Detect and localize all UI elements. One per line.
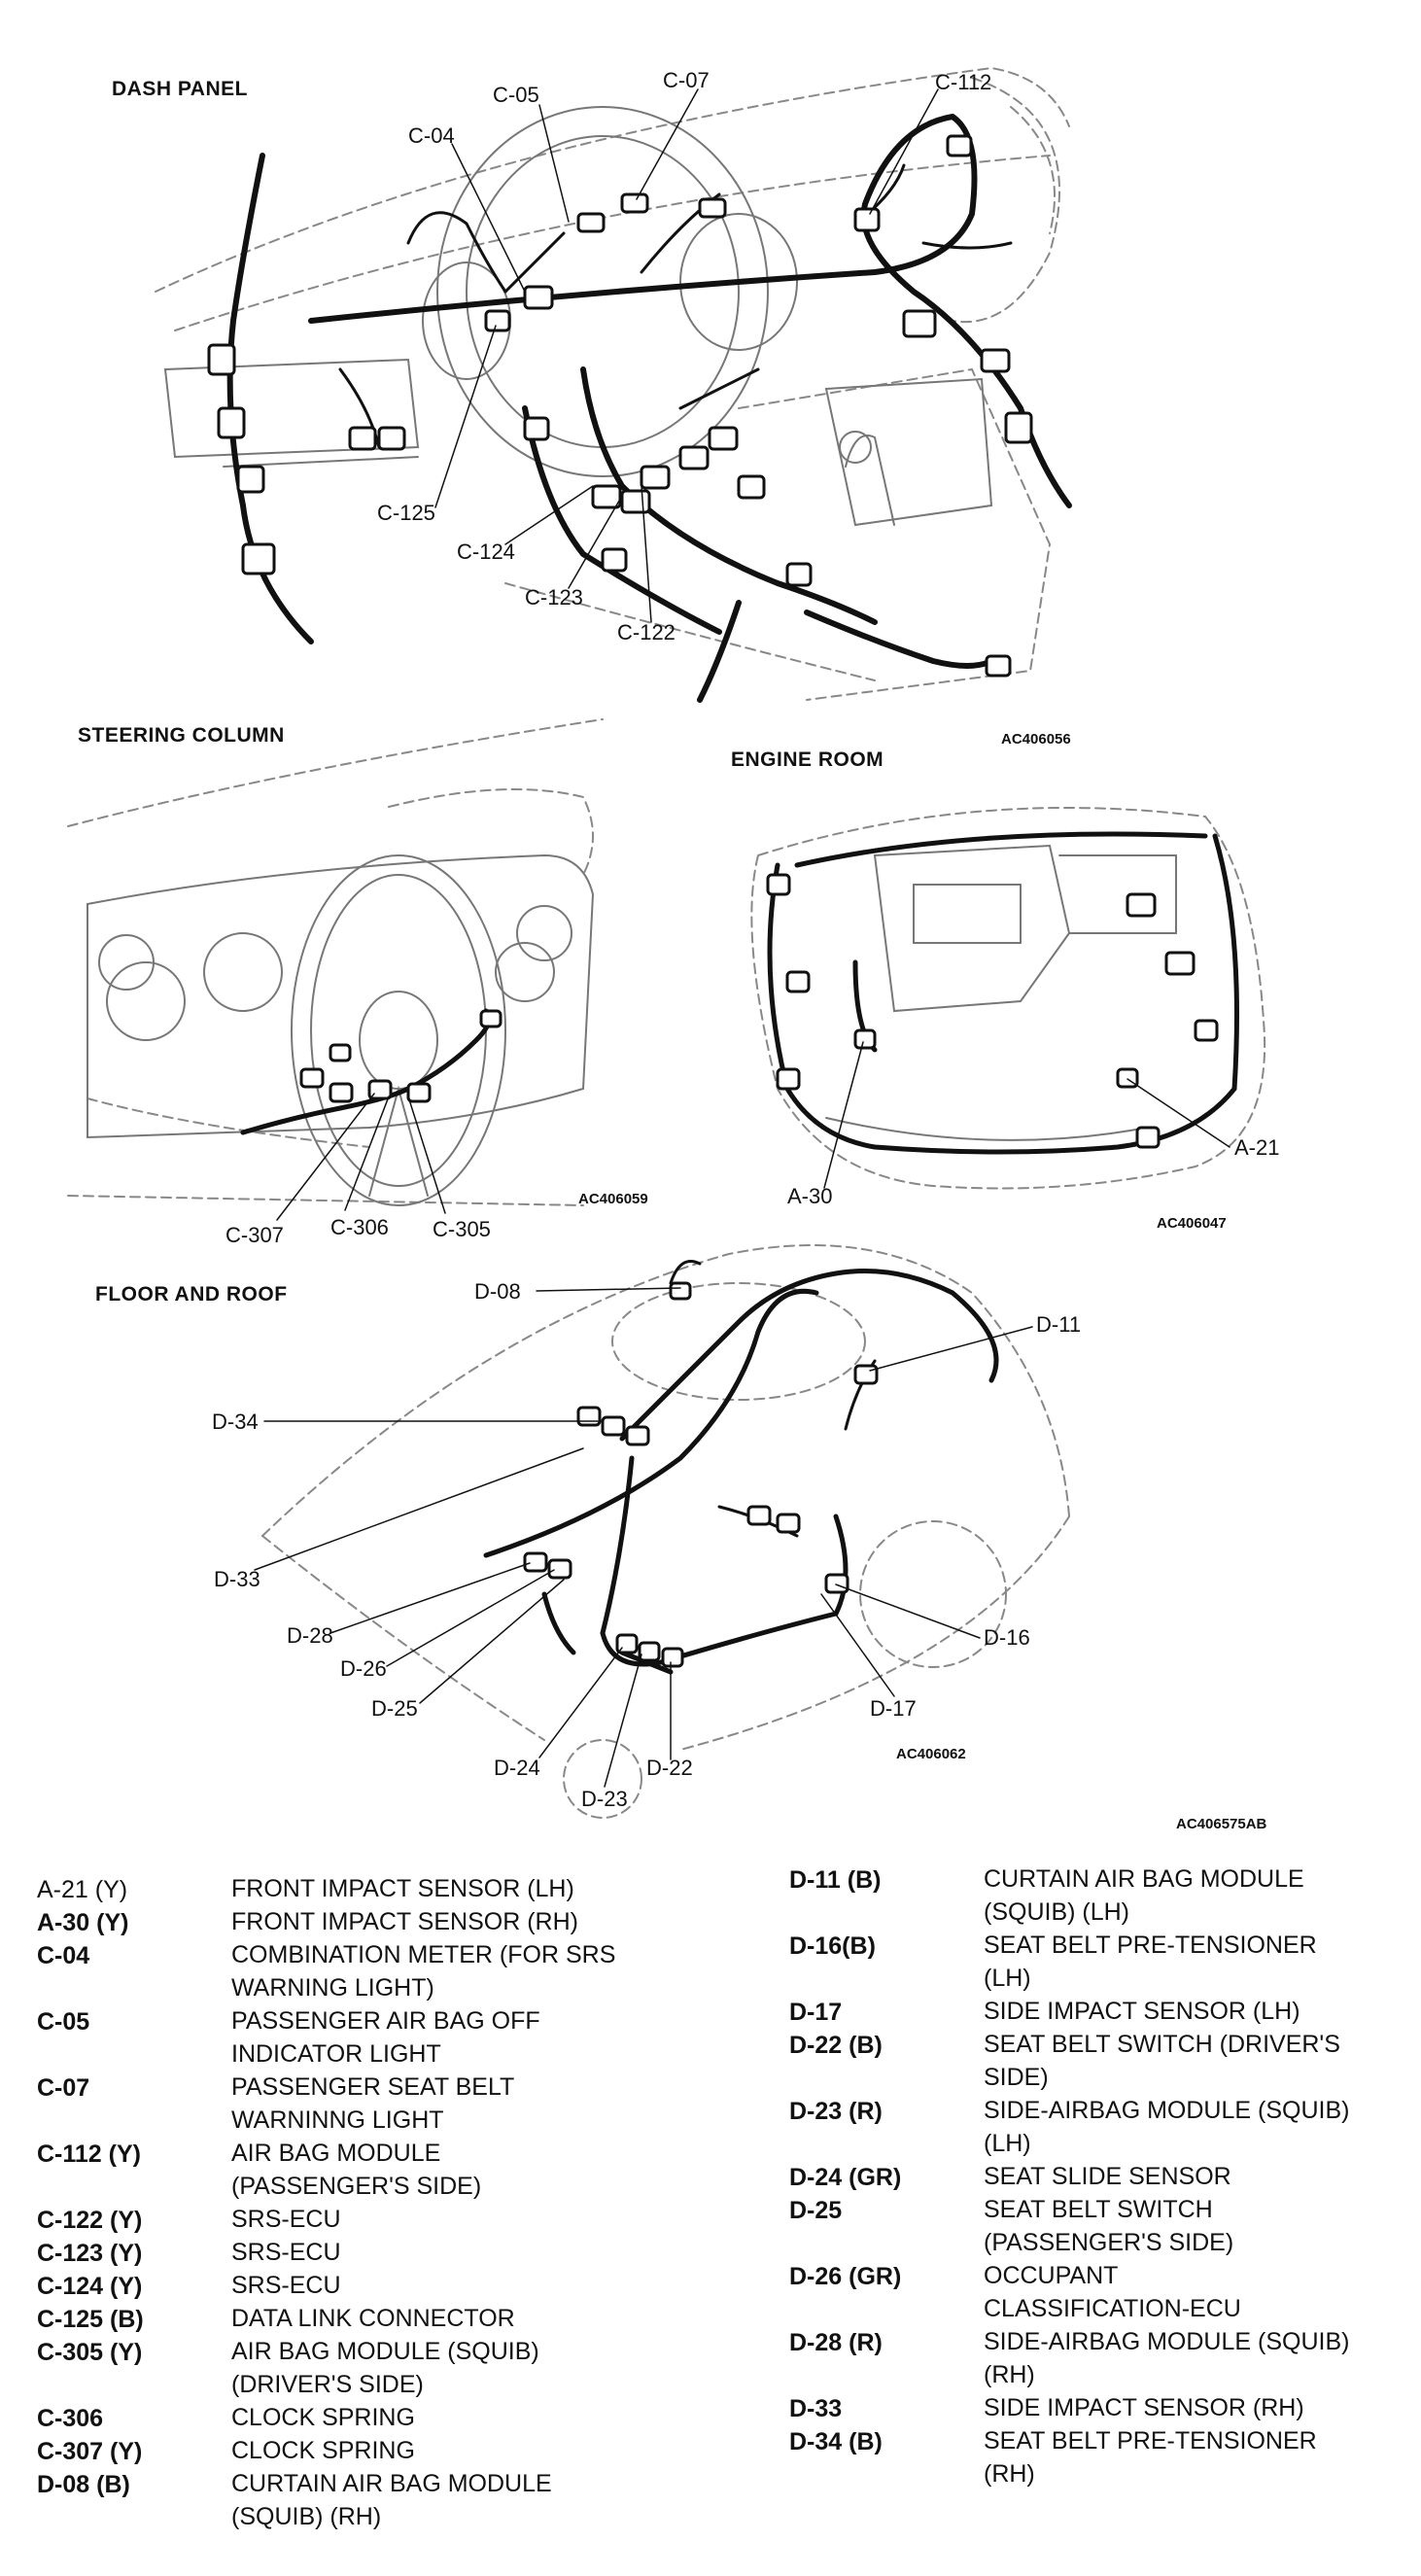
- legend-desc: SEAT BELT SWITCH (PASSENGER'S SIDE): [984, 2196, 1234, 2256]
- callout-c-123: C-123: [525, 585, 583, 609]
- legend-id: C-04: [37, 1942, 90, 1969]
- legend-desc: SEAT BELT PRE-TENSIONER (RH): [984, 2427, 1317, 2488]
- callout-d-11: D-11: [1036, 1312, 1082, 1337]
- engine-room-title: ENGINE ROOM: [731, 748, 884, 771]
- callout-d-08: D-08: [474, 1279, 521, 1304]
- legend-desc: CLOCK SPRING: [231, 2404, 415, 2431]
- callout-c-112: C-112: [935, 70, 992, 94]
- floor-and-roof-drawing: [254, 1244, 1070, 1819]
- callout-d-17: D-17: [870, 1696, 917, 1721]
- legend-desc: SIDE-AIRBAG MODULE (SQUIB) (LH): [984, 2097, 1350, 2157]
- callout-a-21: A-21: [1234, 1135, 1280, 1160]
- legend-id: D-22 (B): [789, 2032, 883, 2059]
- legend-id: D-16(B): [789, 1932, 876, 1960]
- legend-id: C-122 (Y): [37, 2207, 143, 2234]
- legend-desc: COMBINATION METER (FOR SRS WARNING LIGHT…: [231, 1941, 616, 2002]
- legend-desc: FRONT IMPACT SENSOR (RH): [231, 1908, 578, 1935]
- legend-id: D-28 (R): [789, 2329, 883, 2356]
- legend-id: D-25: [789, 2197, 843, 2224]
- legend-id: C-306: [37, 2405, 104, 2432]
- floor-and-roof-title: FLOOR AND ROOF: [95, 1283, 288, 1305]
- legend-desc: CLOCK SPRING: [231, 2437, 415, 2464]
- legend-id: D-08 (B): [37, 2471, 130, 2498]
- legend-desc: AIR BAG MODULE (SQUIB) (DRIVER'S SIDE): [231, 2338, 539, 2398]
- callout-d-28: D-28: [287, 1623, 333, 1648]
- legend-desc: DATA LINK CONNECTOR: [231, 2305, 515, 2332]
- callout-d-24: D-24: [494, 1756, 540, 1780]
- legend-desc: SIDE-AIRBAG MODULE (SQUIB) (RH): [984, 2328, 1350, 2388]
- legend-desc: CURTAIN AIR BAG MODULE (SQUIB) (LH): [984, 1865, 1304, 1926]
- dash-panel-title: DASH PANEL: [112, 78, 248, 100]
- wiring-illustrations: [67, 66, 1266, 1819]
- legend-id: D-34 (B): [789, 2428, 883, 2455]
- floor-and-roof-code: AC406062: [896, 1746, 966, 1762]
- legend-id: C-05: [37, 2008, 90, 2036]
- legend-desc: SIDE IMPACT SENSOR (LH): [984, 1998, 1300, 2025]
- legend-id: D-17: [789, 1999, 843, 2026]
- steering-column-drawing: [67, 718, 604, 1221]
- legend-id: D-11 (B): [789, 1866, 882, 1894]
- steering-column-title: STEERING COLUMN: [78, 724, 285, 747]
- engine-room-code: AC406047: [1157, 1215, 1227, 1232]
- legend-desc: AIR BAG MODULE (PASSENGER'S SIDE): [231, 2140, 482, 2200]
- callout-d-34: D-34: [212, 1410, 259, 1434]
- legend-desc: CURTAIN AIR BAG MODULE (SQUIB) (RH): [231, 2470, 552, 2530]
- legend-id: D-23 (R): [789, 2098, 883, 2125]
- callout-c-125: C-125: [377, 501, 435, 525]
- callout-d-26: D-26: [340, 1656, 387, 1681]
- legend-desc: SRS-ECU: [231, 2239, 341, 2266]
- dash-panel-drawing: [155, 66, 1072, 703]
- callout-d-22: D-22: [646, 1756, 693, 1780]
- callout-a-30: A-30: [787, 1184, 833, 1208]
- callout-c-07: C-07: [663, 68, 710, 92]
- engine-room-drawing: [750, 807, 1266, 1190]
- callout-d-23: D-23: [581, 1787, 628, 1811]
- legend-id: C-125 (B): [37, 2306, 144, 2333]
- legend-id: C-112 (Y): [37, 2141, 141, 2168]
- callout-c-124: C-124: [457, 540, 515, 564]
- steering-column-code: AC406059: [578, 1191, 648, 1207]
- legend-desc: PASSENGER SEAT BELT WARNINNG LIGHT: [231, 2073, 515, 2134]
- dash-panel-code: AC406056: [1001, 731, 1071, 748]
- legend-desc: SIDE IMPACT SENSOR (RH): [984, 2394, 1304, 2421]
- legend-id: A-30 (Y): [37, 1909, 129, 1936]
- legend-id: D-24 (GR): [789, 2164, 902, 2191]
- legend-desc: SEAT SLIDE SENSOR: [984, 2163, 1231, 2190]
- callout-c-307: C-307: [225, 1223, 284, 1247]
- callout-c-122: C-122: [617, 620, 676, 644]
- callout-c-305: C-305: [433, 1217, 491, 1241]
- callout-c-306: C-306: [330, 1215, 389, 1239]
- callout-c-04: C-04: [408, 123, 455, 148]
- legend-id: C-305 (Y): [37, 2339, 143, 2366]
- legend-desc: SRS-ECU: [231, 2272, 341, 2299]
- callout-d-33: D-33: [214, 1567, 260, 1591]
- legend-desc: SRS-ECU: [231, 2206, 341, 2233]
- legend-desc: PASSENGER AIR BAG OFF INDICATOR LIGHT: [231, 2007, 540, 2068]
- legend-id: D-33: [789, 2395, 843, 2422]
- callout-d-16: D-16: [984, 1625, 1030, 1650]
- callout-d-25: D-25: [371, 1696, 418, 1721]
- legend-id: C-124 (Y): [37, 2273, 143, 2300]
- legend-id: C-123 (Y): [37, 2240, 143, 2267]
- legend-id: C-307 (Y): [37, 2438, 143, 2465]
- legend-id: A-21 (Y): [37, 1876, 128, 1903]
- legend-id: C-07: [37, 2074, 90, 2102]
- callout-c-05: C-05: [493, 83, 539, 107]
- legend-desc: OCCUPANT CLASSIFICATION-ECU: [984, 2262, 1241, 2322]
- legend-desc: FRONT IMPACT SENSOR (LH): [231, 1875, 574, 1902]
- legend-id: D-26 (GR): [789, 2263, 902, 2290]
- figure-code: AC406575AB: [1176, 1816, 1267, 1832]
- legend-desc: SEAT BELT PRE-TENSIONER (LH): [984, 1932, 1317, 1992]
- legend-desc: SEAT BELT SWITCH (DRIVER'S SIDE): [984, 2031, 1340, 2091]
